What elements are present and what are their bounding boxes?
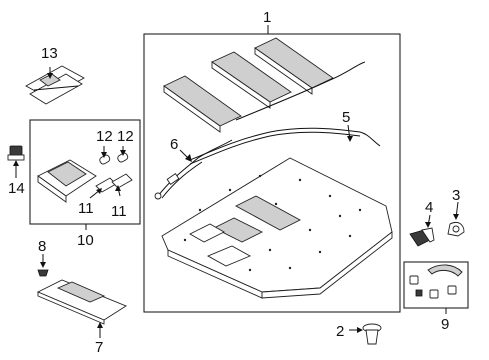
- overhead-console-group-frame: [29, 119, 141, 225]
- callout-11a: 11: [78, 200, 94, 217]
- callout-1: 1: [263, 9, 271, 26]
- callout-12b: 12: [117, 128, 134, 145]
- callout-2: 2: [336, 323, 344, 340]
- overhead-console: [37, 146, 133, 203]
- callout-13: 13: [41, 45, 58, 62]
- part-14-clip: [7, 145, 25, 178]
- callout-3: 3: [452, 187, 460, 204]
- callout-11b: 11: [111, 203, 127, 220]
- rear-drain-hose: [189, 127, 381, 161]
- callout-9: 9: [441, 316, 449, 333]
- headliner-group-frame: [143, 33, 401, 313]
- part-8-fastener: [37, 254, 49, 277]
- callout-14: 14: [8, 180, 25, 197]
- callout-4: 4: [425, 199, 433, 216]
- grab-handle-group-frame: [403, 261, 469, 309]
- roof-pad-panels: [163, 37, 334, 133]
- part-13-bracket: [25, 65, 85, 105]
- part-7-sun-visor: [36, 279, 127, 338]
- callout-7: 7: [95, 339, 103, 356]
- callout-5: 5: [342, 109, 350, 126]
- part-2-push-clip: [349, 323, 382, 345]
- headliner-panel: [161, 157, 393, 299]
- callout-10: 10: [77, 232, 94, 249]
- part-4-clip: [409, 214, 435, 247]
- callout-8: 8: [38, 238, 46, 255]
- callout-12a: 12: [96, 128, 113, 145]
- grab-handle: [409, 264, 463, 299]
- callout-6: 6: [170, 136, 178, 153]
- part-3-clip: [447, 201, 465, 237]
